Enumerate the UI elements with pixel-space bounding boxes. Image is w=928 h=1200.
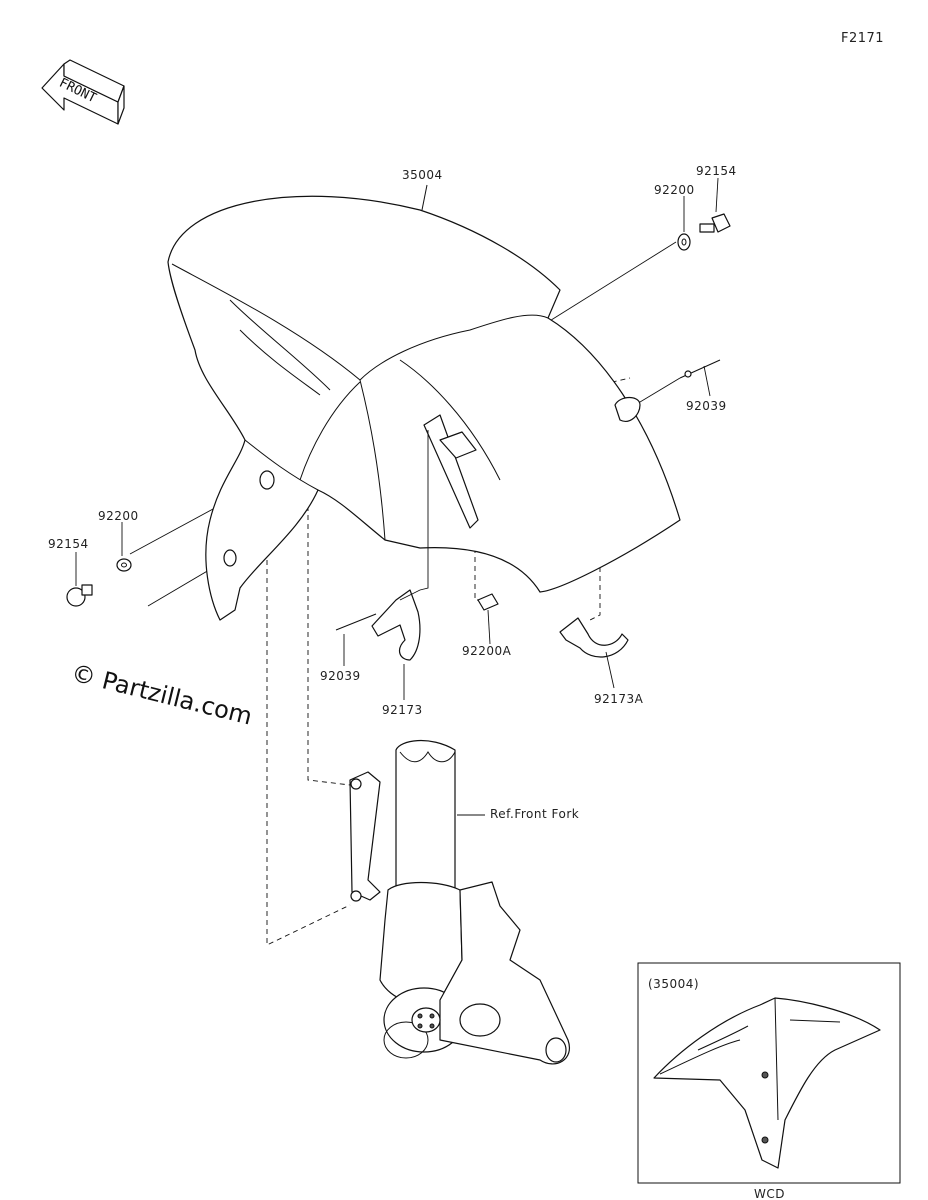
watermark: © Partzilla.com [69,659,255,731]
label-92039-left: 92039 [320,669,361,683]
washer-left [116,558,132,572]
label-35004: 35004 [402,168,443,182]
front-fork [349,739,571,1065]
leader-lines [75,177,719,816]
clamp-left [335,589,421,661]
bolt-left [66,584,93,607]
label-92173: 92173 [382,703,423,717]
front-arrow-icon: FRONT [41,59,125,125]
front-fender [167,184,681,621]
inset-frame [637,962,901,1184]
clamp-right [559,617,629,658]
inset-panel: (35004) WCD [637,962,901,1200]
ref-front-fork-label: Ref.Front Fork [490,807,579,821]
label-92200-left: 92200 [98,509,139,523]
label-92154-right: 92154 [696,164,737,178]
clamp-pin-right [679,359,721,379]
label-92173A: 92173A [594,692,644,706]
inset-fender [653,997,881,1169]
label-92200-right: 92200 [654,183,695,197]
label-92154-left: 92154 [48,537,89,551]
label-92200A: 92200A [462,644,512,658]
diagram-code: F2171 [841,31,884,46]
inset-title: (35004) [648,977,699,991]
bolt-right [699,213,731,233]
clip-center [477,593,499,611]
label-92039-right: 92039 [686,399,727,413]
inset-caption: WCD [754,1187,785,1200]
washer-right [677,233,691,251]
